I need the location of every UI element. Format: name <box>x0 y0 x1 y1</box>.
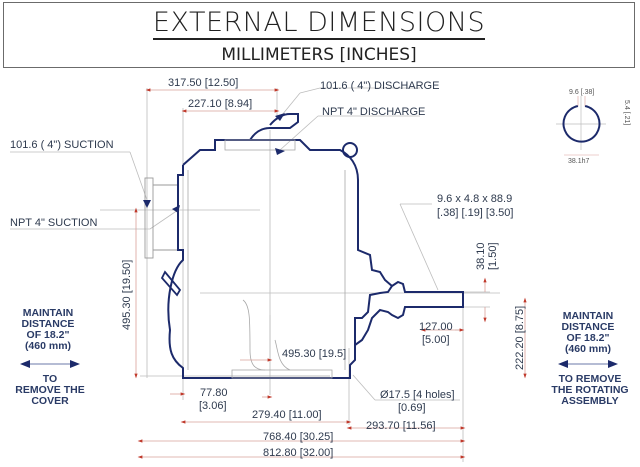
dim-127-b: [5.00] <box>422 334 450 346</box>
discharge-npt-callout: NPT 4" DISCHARGE <box>322 106 425 118</box>
callout-arrowheads <box>143 113 285 213</box>
svg-text:TO REMOVE: TO REMOVE <box>559 373 622 385</box>
svg-text:MAINTAIN: MAINTAIN <box>563 310 614 322</box>
svg-text:DISTANCE: DISTANCE <box>22 318 75 330</box>
arrow-left-icon <box>20 360 30 368</box>
right-clearance-note: MAINTAIN DISTANCE OF 18.2" (460 mm) TO R… <box>551 310 628 407</box>
svg-text:(460 mm): (460 mm) <box>565 343 611 355</box>
svg-text:ASSEMBLY: ASSEMBLY <box>561 395 618 407</box>
arrow-right-icon <box>70 360 80 368</box>
dim-768: 768.40 [30.25] <box>263 431 333 443</box>
units-subtitle: MILLIMETERS [INCHES] <box>221 45 417 65</box>
svg-text:THE ROTATING: THE ROTATING <box>551 384 628 396</box>
svg-text:(460 mm): (460 mm) <box>25 340 71 352</box>
mounting-holes-inches: [0.69] <box>398 402 426 414</box>
svg-text:MAINTAIN: MAINTAIN <box>23 307 74 319</box>
dim-222: 222.20 [8.75] <box>514 306 526 370</box>
dim-77-a: 77.80 <box>200 387 228 399</box>
key-depth-label: 5.4 [.21] <box>623 100 630 125</box>
dim-77-b: [3.06] <box>199 400 227 412</box>
dim-495-height: 495.30 [19.50] <box>121 260 133 330</box>
dim-293: 293.70 [11.56] <box>366 420 436 432</box>
dim-495-base: 495.30 [19.5] <box>282 348 346 360</box>
dim-38-b: [1.50] <box>487 242 499 270</box>
svg-text:REMOVE THE: REMOVE THE <box>15 384 84 396</box>
page-title: EXTERNAL DIMENSIONS <box>152 7 486 40</box>
svg-text:DISTANCE: DISTANCE <box>562 321 615 333</box>
svg-text:OF 18.2": OF 18.2" <box>27 329 70 341</box>
pump-interior-details <box>187 139 346 379</box>
mounting-holes-callout: Ø17.5 [4 holes] <box>380 389 455 401</box>
suction-flange <box>144 177 178 259</box>
drain-handle <box>160 270 182 297</box>
dim-38-a: 38.10 <box>475 242 487 270</box>
keyway-dims-inches: [.38] [.19] [3.50] <box>437 207 513 219</box>
suction-size-callout: 101.6 ( 4") SUCTION <box>10 139 114 151</box>
shaft-diameter-label: 38.1h7 <box>568 158 590 165</box>
shaft-section-detail: 9.6 [.38] 5.4 [.21] 38.1h7 <box>556 89 630 165</box>
title-box: EXTERNAL DIMENSIONS MILLIMETERS [INCHES] <box>3 2 635 68</box>
arrow-right-icon <box>608 360 618 368</box>
svg-text:COVER: COVER <box>31 395 69 407</box>
svg-text:OF 18.2": OF 18.2" <box>567 332 610 344</box>
dim-127-a: 127.00 <box>419 321 453 333</box>
dim-227: 227.10 [8.94] <box>188 98 252 110</box>
suction-npt-callout: NPT 4" SUCTION <box>10 217 97 229</box>
discharge-size-callout: 101.6 ( 4") DISCHARGE <box>320 80 439 92</box>
dimension-lines <box>134 88 527 459</box>
svg-text:TO: TO <box>43 373 57 385</box>
extension-lines <box>10 87 500 462</box>
dim-812: 812.80 [32.00] <box>263 447 333 459</box>
dim-279: 279.40 [11.00] <box>252 409 322 421</box>
dim-317: 317.50 [12.50] <box>168 77 238 89</box>
left-clearance-note: MAINTAIN DISTANCE OF 18.2" (460 mm) TO R… <box>15 307 84 407</box>
key-width-label: 9.6 [.38] <box>569 89 594 96</box>
keyway-dims-callout: 9.6 x 4.8 x 88.9 <box>437 193 512 205</box>
arrow-left-icon <box>558 360 568 368</box>
